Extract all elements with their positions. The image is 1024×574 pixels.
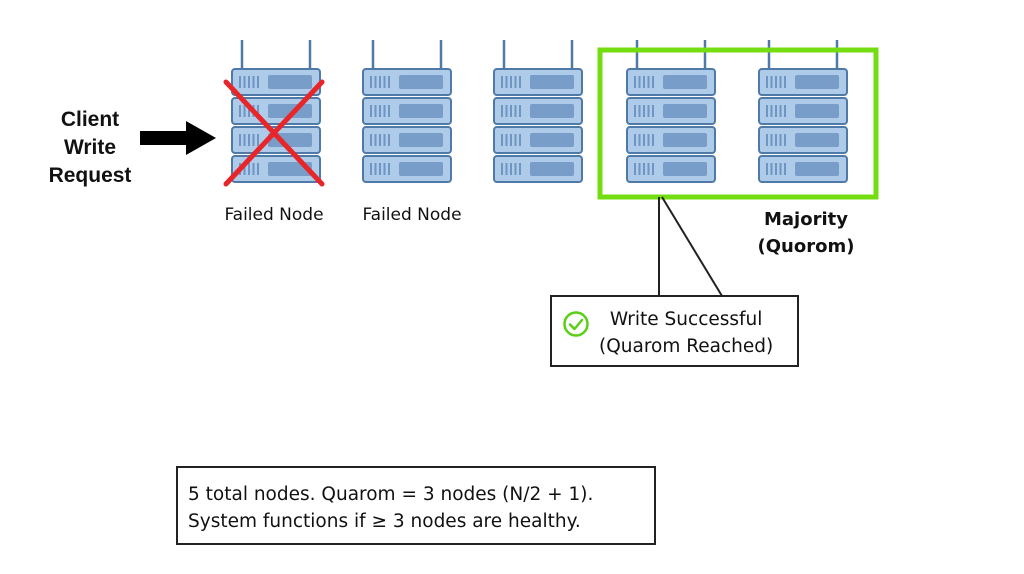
node-2-label: Failed Node [362, 205, 462, 225]
quorum-info-text: 5 total nodes. Quarom = 3 nodes (N/2 + 1… [188, 484, 594, 532]
server-rack-icon [626, 40, 716, 183]
callout-connector [658, 196, 723, 297]
server-rack-icon [758, 40, 848, 183]
server-rack-icon [231, 40, 321, 183]
quorum-info-note: 5 total nodes. Quarom = 3 nodes (N/2 + 1… [176, 466, 656, 545]
server-rack-icon [493, 40, 583, 183]
write-successful-text: Write Successful (Quarom Reached) [599, 309, 774, 357]
server-rack-icon [362, 40, 452, 183]
checkmark-circle-icon [563, 311, 589, 337]
write-successful-callout: Write Successful (Quarom Reached) [550, 295, 799, 367]
red-x-icon [223, 79, 325, 187]
client-write-request-label: Client Write Request [48, 108, 132, 187]
arrow-right-icon [140, 121, 216, 155]
node-1-label: Failed Node [224, 205, 324, 225]
majority-quorum-label: Majority (Quorom) [757, 209, 855, 257]
quorum-highlight-box [597, 47, 879, 200]
